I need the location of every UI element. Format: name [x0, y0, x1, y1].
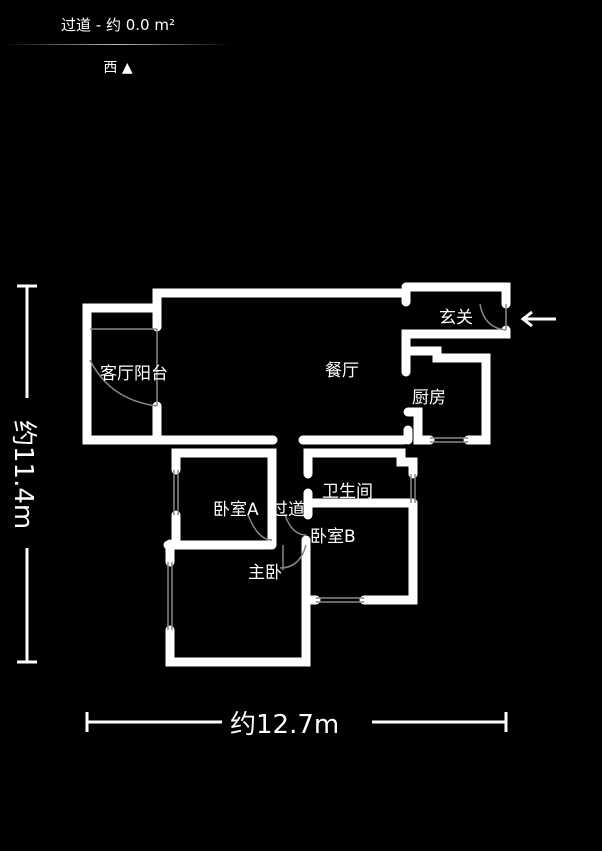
height-dimension: 约11.4m	[8, 420, 38, 530]
dimension-lines	[17, 284, 508, 732]
compass-direction: 西 ▲	[103, 60, 133, 76]
room-label-kitchen: 厨房	[412, 388, 446, 408]
room-label-entrance: 玄关	[439, 308, 473, 328]
room-label-bathroom: 卫生间	[322, 482, 373, 502]
room-info-title: 过道 - 约 0.0 m²	[61, 16, 175, 34]
room-label-living-balcony: 客厅阳台	[100, 364, 168, 384]
walls	[82, 282, 511, 667]
room-label-dining: 餐厅	[325, 361, 359, 381]
room-label-bedroom-a: 卧室A	[213, 500, 259, 520]
room-label-corridor: 过道	[271, 500, 305, 520]
room-label-master-bedroom: 主卧	[248, 563, 282, 583]
left-arrow-icon	[520, 310, 556, 328]
header-divider	[4, 44, 232, 45]
room-label-bedroom-b: 卧室B	[310, 527, 356, 547]
doors-windows	[89, 303, 507, 630]
width-dimension: 约12.7m	[230, 710, 340, 740]
